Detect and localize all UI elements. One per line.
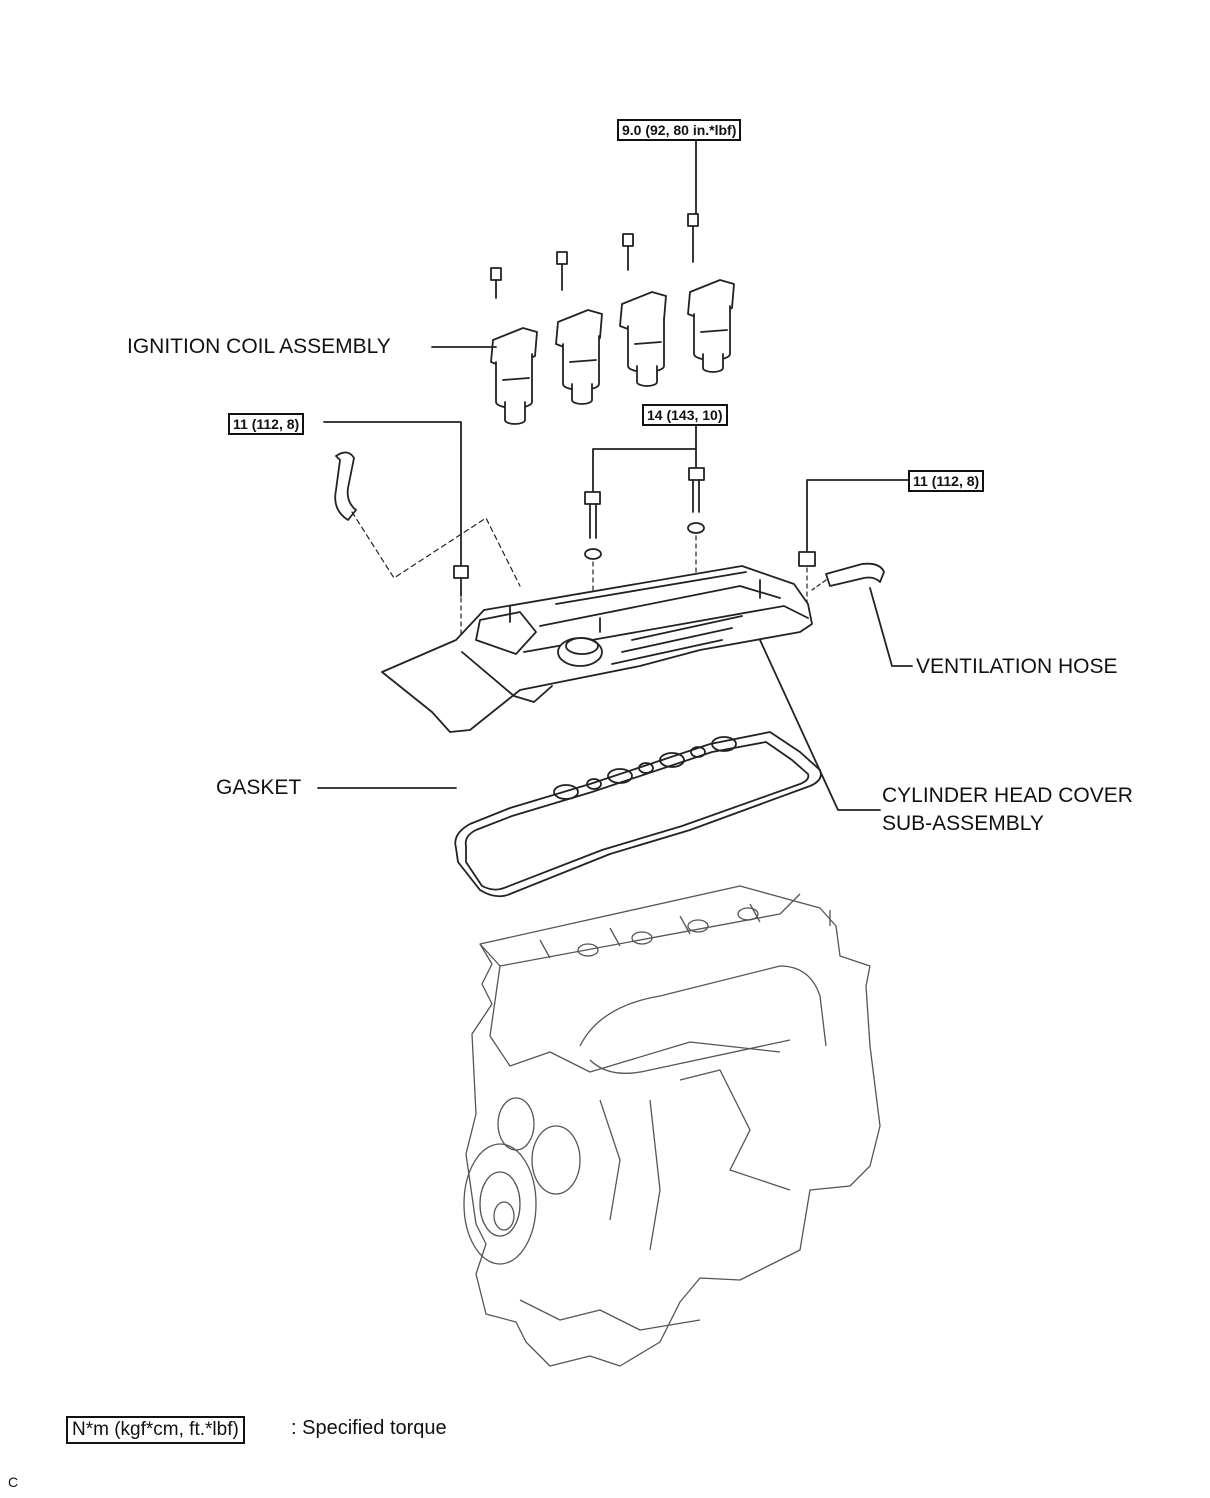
cover-bolt-left: [453, 565, 469, 641]
engine-block: [463, 885, 881, 1367]
torque-box-right-nut: 11 (112, 8): [908, 470, 985, 492]
ventilation-hose-right: [811, 562, 913, 667]
pcv-hose-left: [334, 451, 521, 587]
label-ventilation-hose: VENTILATION HOSE: [916, 655, 1118, 678]
label-cylinder-head-cover-line2: SUB-ASSEMBLY: [882, 812, 1044, 835]
torque-box-center-bolts: 14 (143, 10): [642, 404, 728, 426]
legend-description: : Specified torque: [291, 1417, 447, 1439]
gasket: [454, 731, 822, 898]
label-gasket: GASKET: [216, 776, 302, 799]
label-ignition-coil-assembly: IGNITION COIL ASSEMBLY: [127, 335, 391, 358]
legend-unit-box: N*m (kgf*cm, ft.*lbf): [66, 1416, 245, 1444]
ignition-coil-1: [490, 267, 538, 425]
corner-mark: C: [8, 1474, 19, 1490]
ignition-coil-3: [619, 233, 667, 387]
cylinder-head-cover: [381, 565, 813, 733]
torque-box-left-bolt: 11 (112, 8): [228, 413, 305, 435]
label-cylinder-head-cover-line1: CYLINDER HEAD COVER: [882, 784, 1133, 807]
torque-box-coil-bolts: 9.0 (92, 80 in.*lbf): [617, 119, 742, 141]
ignition-coil-2: [555, 251, 603, 405]
ignition-coil-4: [687, 213, 735, 373]
